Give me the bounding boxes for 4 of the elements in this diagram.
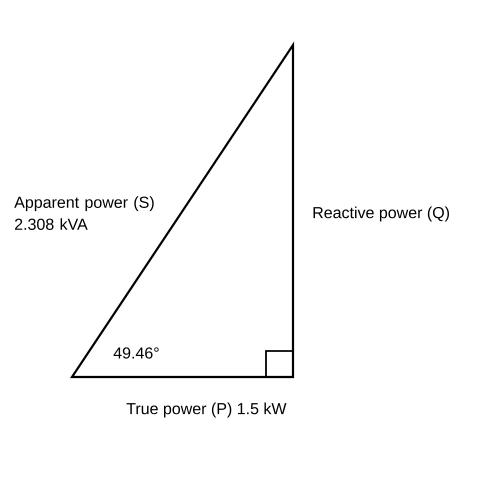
angle-label: 49.46°: [114, 347, 159, 359]
side-label: Apparent power (S) 2.308 kVA: [14, 196, 154, 230]
side-label: Reactive power (Q): [314, 206, 449, 222]
side-label: True power (P) 1.5 kW: [126, 402, 286, 418]
